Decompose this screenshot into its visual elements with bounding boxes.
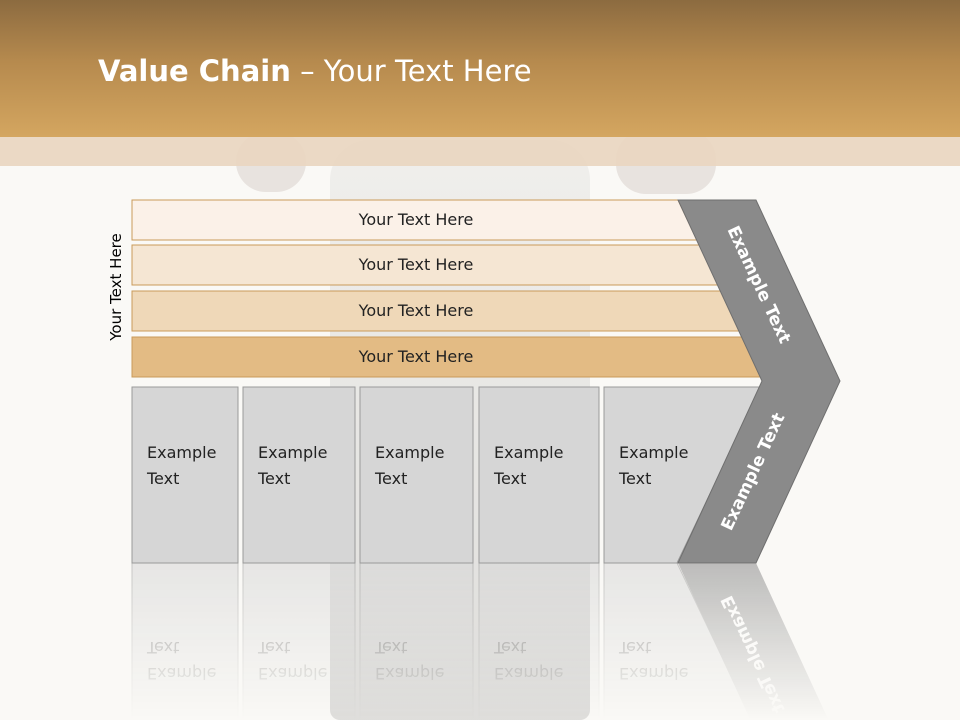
box-2-line1-reflection: Example [258, 664, 327, 683]
slide-title: Value Chain – Your Text Here [98, 54, 532, 88]
box-5-reflection [603, 562, 753, 720]
box-4-line2-reflection: Text [493, 638, 526, 657]
box-3-line1-reflection: Example [375, 664, 444, 683]
box-2 [242, 386, 356, 564]
margin-chevron-reflection [678, 563, 829, 720]
box-4-line1-reflection: Example [494, 664, 563, 683]
band-3-label: Your Text Here [358, 301, 474, 320]
box-4-line2: Text [493, 469, 526, 488]
box-3-line1: Example [375, 443, 444, 462]
box-4-line1: Example [494, 443, 563, 462]
box-5-line1: Example [619, 443, 688, 462]
box-5-line2: Text [618, 469, 651, 488]
title-rest: – Your Text Here [290, 54, 532, 88]
box-5-line1-reflection: Example [619, 664, 688, 683]
box-2-line2: Text [257, 469, 290, 488]
box-2-line2-reflection: Text [257, 638, 290, 657]
band-4-label: Your Text Here [358, 347, 474, 366]
box-1-line2: Text [146, 469, 179, 488]
box-5-line2-reflection: Text [618, 638, 651, 657]
box-3 [359, 386, 474, 564]
band-1-label: Your Text Here [358, 210, 474, 229]
box-1-line1-reflection: Example [147, 664, 216, 683]
box-1-line2-reflection: Text [146, 638, 179, 657]
box-2-line1: Example [258, 443, 327, 462]
box-1 [131, 386, 239, 564]
band-2-label: Your Text Here [358, 255, 474, 274]
box-3-reflection [359, 562, 474, 720]
box-4 [478, 386, 600, 564]
header-band [0, 0, 960, 137]
box-1-line1: Example [147, 443, 216, 462]
header-strip [0, 137, 960, 166]
box-3-line2: Text [374, 469, 407, 488]
box-3-line2-reflection: Text [374, 638, 407, 657]
box-2-reflection [242, 562, 356, 720]
box-1-reflection [131, 562, 239, 720]
title-bold: Value Chain [98, 54, 291, 88]
box-4-reflection [478, 562, 600, 720]
